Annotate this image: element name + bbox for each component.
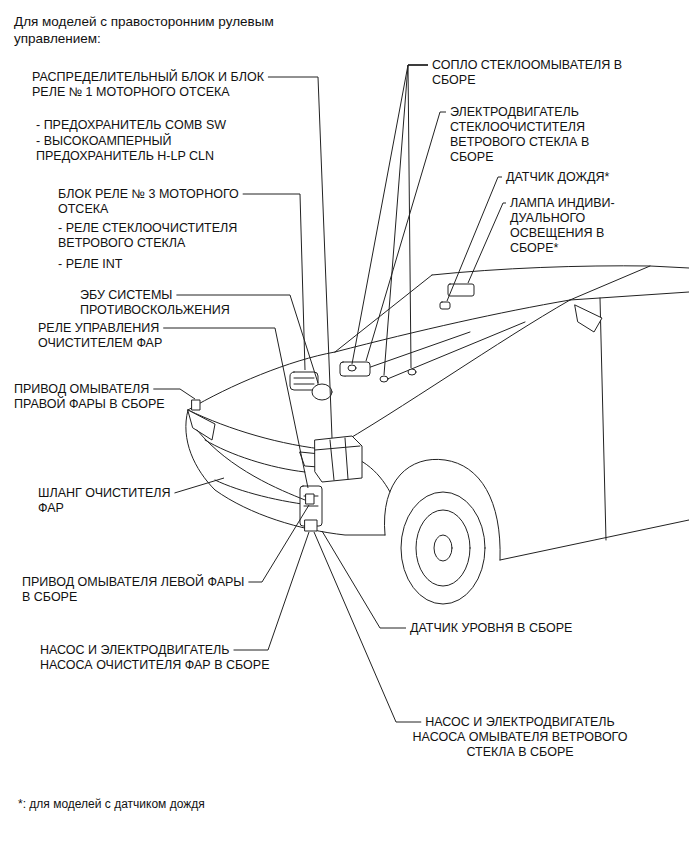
- car-part: [294, 378, 314, 384]
- car-part: [385, 322, 525, 380]
- part-name: БЛОК РЕЛЕ № 3 МОТОРНОГО ОТСЕКА: [58, 187, 239, 216]
- car-part: [312, 384, 332, 400]
- leader-line: [366, 112, 446, 361]
- car-part: [434, 535, 452, 561]
- leader-line: [447, 177, 502, 301]
- leader-line: [268, 77, 332, 438]
- part-label: РЕЛЕ УПРАВЛЕНИЯ ОЧИСТИТЕЛЕМ ФАР: [38, 321, 228, 351]
- part-label: ПРИВОД ОМЫВАТЕЛЯ ЛЕВОЙ ФАРЫ В СБОРЕ: [22, 575, 247, 605]
- leader-line: [248, 505, 309, 582]
- part-name: ДАТЧИК ДОЖДЯ*: [506, 170, 609, 184]
- car-part: [380, 376, 388, 382]
- leader-line: [384, 65, 428, 375]
- car-part: [401, 492, 485, 604]
- car-part: [205, 440, 305, 472]
- part-name: - ПРЕДОХРАНИТЕЛЬ COMB SW: [36, 118, 226, 132]
- leader-line: [468, 203, 506, 283]
- heading-text: Для моделей с правосторонним рулевым упр…: [14, 14, 274, 46]
- car-part: [186, 266, 689, 604]
- part-label: НАСОС И ЭЛЕКТРОДВИГАТЕЛЬ НАСОСА ОЧИСТИТЕ…: [40, 643, 270, 673]
- car-part: [432, 266, 689, 275]
- car-part: [440, 302, 450, 309]
- car-part: [192, 400, 200, 410]
- part-name: - РЕЛЕ INT: [58, 257, 122, 271]
- part-label: СОПЛО СТЕКЛООМЫВАТЕЛЯ В СБОРЕ: [432, 58, 652, 88]
- car-part: [197, 430, 305, 500]
- leader-line: [243, 194, 305, 370]
- car-part: [186, 410, 385, 535]
- part-label: - ПРЕДОХРАНИТЕЛЬ COMB SW: [36, 118, 296, 133]
- part-name: РЕЛЕ УПРАВЛЕНИЯ ОЧИСТИТЕЛЕМ ФАР: [38, 321, 162, 350]
- part-label: НАСОС И ЭЛЕКТРОДВИГАТЕЛЬ НАСОСА ОМЫВАТЕЛ…: [400, 715, 640, 760]
- part-name: ЭБУ СИСТЕМЫ ПРОТИВОСКОЛЬЖЕНИЯ: [80, 288, 230, 317]
- leader-line: [234, 532, 309, 650]
- part-name: РАСПРЕДЕЛИТЕЛЬНЫЙ БЛОК И БЛОК РЕЛЕ № 1 М…: [32, 70, 264, 99]
- car-part: [416, 510, 470, 586]
- car-part: [315, 438, 360, 480]
- part-name: - ВЫСОКОАМПЕРНЫЙ ПРЕДОХРАНИТЕЛЬ H-LP CLN: [36, 134, 214, 163]
- part-label: ДАТЧИК УРОВНЯ В СБОРЕ: [410, 621, 630, 636]
- part-label: ДАТЧИК ДОЖДЯ*: [506, 170, 656, 185]
- part-name: НАСОС И ЭЛЕКТРОДВИГАТЕЛЬ НАСОСА ОЧИСТИТЕ…: [40, 643, 269, 672]
- heading: Для моделей с правосторонним рулевым упр…: [14, 13, 354, 47]
- car-part: [306, 494, 314, 504]
- car-part: [335, 300, 570, 352]
- part-label: ЭЛЕКТРОДВИГАТЕЛЬ СТЕКЛООЧИСТИТЕЛЯ ВЕТРОВ…: [450, 105, 610, 165]
- part-name: ЭЛЕКТРОДВИГАТЕЛЬ СТЕКЛООЧИСТИТЕЛЯ ВЕТРОВ…: [450, 105, 589, 164]
- car-part: [315, 436, 362, 482]
- part-label: - РЕЛЕ СТЕКЛООЧИСТИТЕЛЯ ВЕТРОВОГО СТЕКЛА: [58, 221, 273, 251]
- car-part: [305, 520, 317, 531]
- car-part: [340, 362, 370, 376]
- part-name: ШЛАНГ ОЧИСТИТЕЛЯ ФАР: [38, 486, 170, 515]
- part-label: БЛОК РЕЛЕ № 3 МОТОРНОГО ОТСЕКА: [58, 187, 273, 217]
- part-label: - ВЫСОКОАМПЕРНЫЙ ПРЕДОХРАНИТЕЛЬ H-LP CLN: [36, 134, 251, 164]
- part-label: РАСПРЕДЕЛИТЕЛЬНЫЙ БЛОК И БЛОК РЕЛЕ № 1 М…: [32, 70, 287, 100]
- part-label: ПРИВОД ОМЫВАТЕЛЯ ПРАВОЙ ФАРЫ В СБОРЕ: [14, 382, 184, 412]
- leader-line: [314, 532, 421, 722]
- part-label: ЛАМПА ИНДИВИ- ДУАЛЬНОГО ОСВЕЩЕНИЯ В СБОР…: [510, 196, 640, 256]
- car-part: [330, 300, 570, 450]
- leader-line: [174, 478, 224, 493]
- part-name: ПРИВОД ОМЫВАТЕЛЯ ЛЕВОЙ ФАРЫ В СБОРЕ: [22, 575, 244, 604]
- car-part: [500, 520, 689, 560]
- part-name: СОПЛО СТЕКЛООМЫВАТЕЛЯ В СБОРЕ: [432, 58, 622, 87]
- footnote: *: для моделей с датчиком дождя: [18, 797, 418, 812]
- car-part: [575, 305, 602, 332]
- car-part: [188, 352, 335, 410]
- car-part: [570, 266, 650, 300]
- part-label: ЭБУ СИСТЕМЫ ПРОТИВОСКОЛЬЖЕНИЯ: [80, 288, 270, 318]
- car-part: [600, 298, 606, 540]
- part-name: НАСОС И ЭЛЕКТРОДВИГАТЕЛЬ НАСОСА ОМЫВАТЕЛ…: [413, 715, 628, 759]
- leader-line: [408, 65, 428, 368]
- car-part: [348, 365, 356, 371]
- car-part: [570, 292, 689, 300]
- part-name: ДАТЧИК УРОВНЯ В СБОРЕ: [410, 621, 572, 635]
- part-label: - РЕЛЕ INT: [58, 257, 258, 272]
- leader-line: [163, 328, 308, 488]
- footnote-text: *: для моделей с датчиком дождя: [18, 797, 205, 811]
- part-name: ПРИВОД ОМЫВАТЕЛЯ ПРАВОЙ ФАРЫ В СБОРЕ: [14, 382, 165, 411]
- car-part: [408, 369, 416, 375]
- car-part: [335, 275, 432, 352]
- part-name: - РЕЛЕ СТЕКЛООЧИСТИТЕЛЯ ВЕТРОВОГО СТЕКЛА: [58, 221, 237, 250]
- part-label: ШЛАНГ ОЧИСТИТЕЛЯ ФАР: [38, 486, 188, 516]
- leader-line: [352, 65, 428, 364]
- part-name: ЛАМПА ИНДИВИ- ДУАЛЬНОГО ОСВЕЩЕНИЯ В СБОР…: [510, 196, 615, 255]
